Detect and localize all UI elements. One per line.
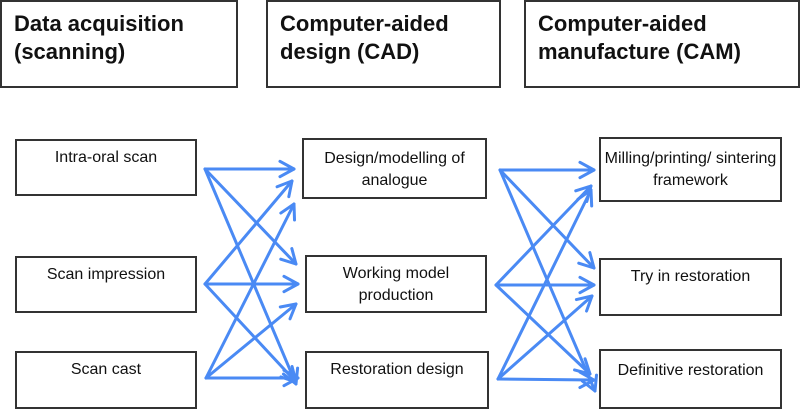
arrowhead bbox=[275, 179, 294, 199]
arrowhead bbox=[576, 188, 594, 208]
node-restoration-design: Restoration design bbox=[305, 351, 489, 409]
arrowhead bbox=[578, 275, 596, 295]
arrow-design-modelling-to-milling-printing bbox=[498, 160, 596, 180]
node-intra-oral-scan: Intra-oral scan bbox=[15, 139, 197, 196]
node-scan-cast: Scan cast bbox=[15, 351, 197, 409]
header-cad: Computer-aided design (CAD) bbox=[266, 0, 501, 88]
node-try-in: Try in restoration bbox=[599, 258, 782, 316]
arrowhead bbox=[574, 294, 594, 313]
arrow-restoration-design-to-definitive bbox=[496, 370, 596, 390]
arrowhead bbox=[279, 202, 297, 222]
node-design-modelling: Design/modelling of analogue bbox=[302, 138, 487, 199]
arrowhead bbox=[278, 302, 298, 321]
arrow-scan-cast-to-working-model bbox=[204, 302, 298, 380]
node-working-model: Working model production bbox=[305, 255, 487, 313]
arrow-intra-oral-scan-to-working-model bbox=[203, 167, 298, 266]
node-milling-printing: Milling/printing/ sintering framework bbox=[599, 137, 782, 202]
arrowhead bbox=[578, 160, 596, 180]
arrowhead bbox=[279, 247, 298, 266]
arrow-scan-cast-to-design-modelling bbox=[204, 202, 297, 380]
arrow-scan-cast-to-restoration-design bbox=[204, 368, 300, 388]
header-cam: Computer-aided manufacture (CAM) bbox=[524, 0, 800, 88]
arrow-intra-oral-scan-to-design-modelling bbox=[203, 159, 296, 179]
arrowhead bbox=[282, 274, 300, 294]
header-data-acquisition: Data acquisition (scanning) bbox=[0, 0, 238, 88]
arrow-scan-impression-to-working-model bbox=[203, 274, 300, 294]
arrow-restoration-design-to-milling-printing bbox=[496, 188, 594, 381]
arrow-design-modelling-to-try-in bbox=[498, 168, 596, 270]
arrowhead bbox=[282, 368, 300, 388]
arrow-restoration-design-to-try-in bbox=[496, 294, 594, 381]
node-scan-impression: Scan impression bbox=[15, 256, 197, 313]
arrow-design-modelling-to-definitive bbox=[498, 168, 599, 393]
arrowhead bbox=[578, 370, 596, 390]
arrowhead bbox=[278, 159, 296, 179]
node-definitive: Definitive restoration bbox=[599, 349, 782, 409]
arrowhead bbox=[577, 251, 596, 270]
arrow-scan-impression-to-design-modelling bbox=[203, 179, 294, 286]
